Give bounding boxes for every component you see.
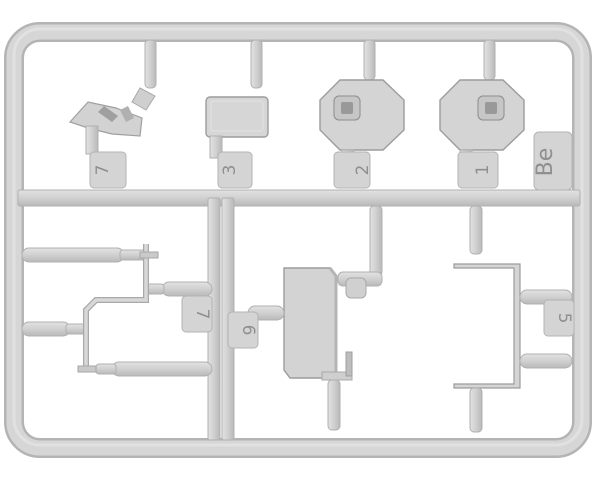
part-number-7: 7 <box>192 309 212 320</box>
part-number-5: 5 <box>554 313 574 324</box>
part-2-octagon: 2 <box>319 39 405 189</box>
sprue-letter: Be <box>533 148 558 177</box>
part-6-box-housing: 6 <box>227 205 383 431</box>
sprue-runners <box>17 189 581 207</box>
part-number-2: 2 <box>353 165 373 176</box>
part-1-octagon: 1 <box>439 39 525 189</box>
part-5-c-frame: 5 <box>453 205 575 433</box>
part-3-plate: 3 <box>205 39 269 189</box>
part-number-1: 1 <box>473 165 493 176</box>
sprue-frame <box>4 22 592 458</box>
sprue-letter-tab: Be <box>533 131 573 191</box>
part-number-3: 3 <box>220 165 240 176</box>
part-number-6: 6 <box>238 325 258 336</box>
part-7-pipe-assembly: 7 <box>21 244 213 377</box>
part-4-bracket: 7 <box>68 39 157 189</box>
part-number-4: 7 <box>93 165 113 176</box>
